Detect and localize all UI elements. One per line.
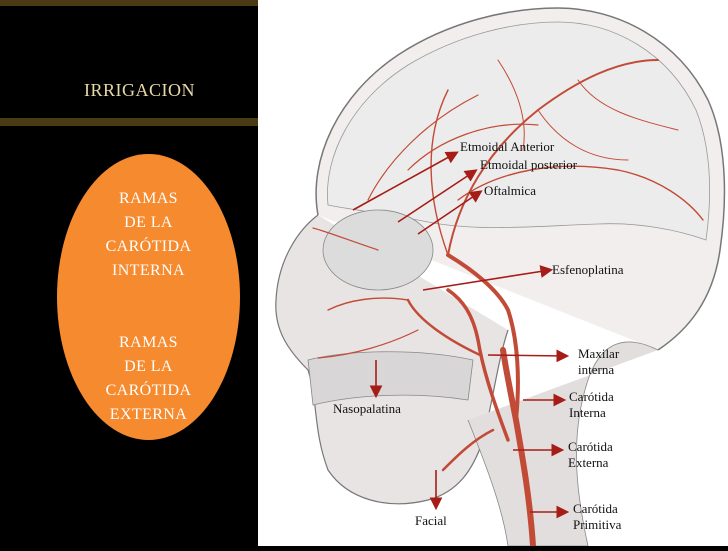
brain-region [327,21,711,241]
pointer-maxilar-interna [487,349,570,363]
decorative-band [0,118,258,126]
decorative-strip [0,0,258,6]
slide-title: IRRIGACION [84,80,195,100]
internal-carotid-branches-label: RAMAS DE LA CARÓTIDA INTERNA [105,190,192,279]
left-panel: IRRIGACION RAMAS DE LA CARÓTIDA INTERNA … [0,0,258,546]
label-pointers [352,151,570,519]
label-etmoidal-posterior: Etmoidal posterior [480,157,578,172]
label-nasopalatina: Nasopalatina [333,401,401,416]
external-carotid-vessel [446,288,510,442]
legend-oval [57,154,240,440]
label-carotida-primitiva: Carótida Primitiva [573,501,622,532]
label-carotida-externa: Carótida Externa [568,439,613,470]
pointer-etmoidal-posterior [397,169,478,223]
label-esfenoplatina: Esfenoplatina [552,262,624,277]
maxilla-region [307,351,474,406]
skull-drawing [275,7,726,549]
anatomical-illustration: Etmoidal Anterior Etmoidal posterior Oft… [258,0,728,549]
pointer-oftalmica [417,190,483,235]
label-carotida-interna: Carótida Interna [569,389,614,420]
pointer-etmoidal-anterior [352,151,459,211]
label-etmoidal-anterior: Etmoidal Anterior [460,139,555,154]
label-oftalmica: Oftalmica [484,183,536,198]
maxillary-vessel [406,298,482,357]
common-carotid-vessel [500,347,536,549]
internal-carotid-vessel [446,253,520,422]
label-maxilar-interna: Maxilar interna [578,346,620,377]
pointer-esfenoplatina [422,265,554,291]
external-carotid-branches-label: RAMAS DE LA CARÓTIDA EXTERNA [105,334,192,423]
arterial-network [312,59,704,549]
label-facial: Facial [415,513,447,528]
facial-vessel [441,428,495,472]
